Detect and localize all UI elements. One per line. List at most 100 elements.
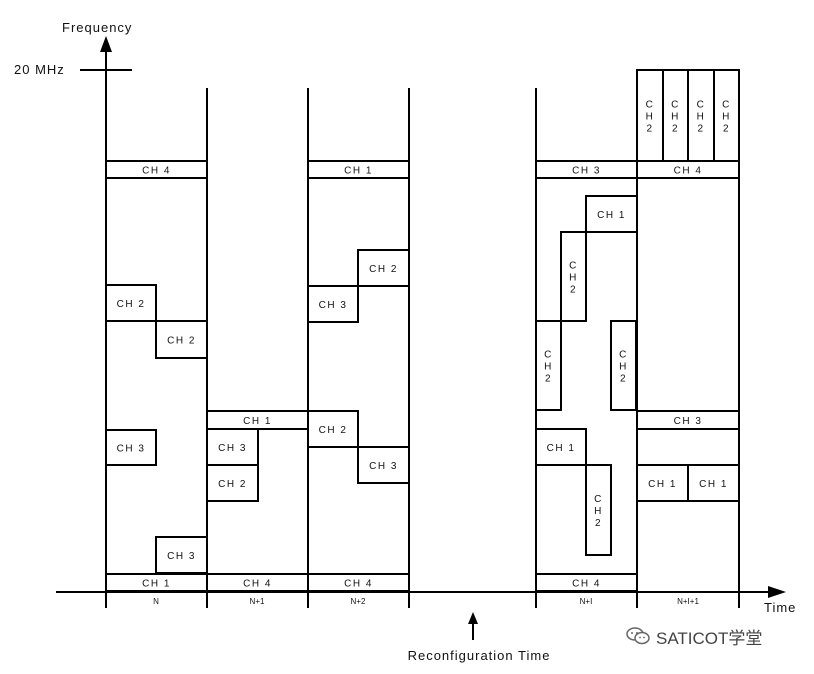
block-label: CH 2 [167,336,196,347]
block-ch3-n1: CH 3 [206,428,259,466]
block-rect [357,249,410,287]
reconfiguration-label: Reconfiguration Time [408,648,551,663]
block-label: CH 1 [243,416,272,427]
block-rect [636,160,740,179]
block-label: CH 4 [142,166,171,177]
block-ch4-ni1: CH 4 [636,160,740,179]
watermark: SATICOT学堂 [626,624,762,648]
block-label: CH 4 [243,579,272,590]
block-ch1-ni-a: CH 1 [585,195,638,233]
slot-label-ni: N+I [580,597,593,606]
block-label: CH 3 [117,444,146,455]
time-axis-label: Time [764,600,796,615]
block-ch3-n2-a: CH 3 [307,285,359,323]
block-label: CH 2 [218,479,247,490]
block-ch2-n-a: CH 2 [105,284,157,322]
block-label: CH 3 [572,166,601,177]
block-ch3-n-a: CH 3 [105,429,157,466]
frequency-axis-label: Frequency [62,20,132,35]
block-rect [610,320,637,411]
block-ch1-n: CH 1 [105,573,208,592]
block-label: CH 1 [142,579,171,590]
block-label: CH 3 [369,461,398,472]
block-ch3-ni1: CH 3 [636,410,740,430]
block-rect [585,464,612,556]
block-ch1-ni-b: CH 1 [535,428,587,466]
block-label: CH 3 [167,551,196,562]
block-rect [585,195,638,233]
block-ch4-n1: CH 4 [206,573,309,592]
reconfiguration-arrowhead [468,612,478,624]
channel-blocks: CH 4 CH 2 CH 2 CH 3 CH 3 CH 1 CH 1 CH 3 CH 2 CH 4… [105,69,740,592]
block-ch2-n2-a: CH 2 [357,249,410,287]
block-rect [206,428,259,466]
block-label: CH 1 [344,166,373,177]
block-rect [105,284,157,322]
block-rect [105,160,208,179]
block-rect [687,464,740,502]
block-label: CH 3 [674,416,703,427]
block-label: CH 1 [648,479,677,490]
block-ch1-ni1-b: CH 1 [687,464,740,502]
block-ch1-ni1-a: CH 1 [636,464,689,502]
wechat-icon [626,627,650,645]
block-label: CH 2 [369,264,398,275]
block-label: CH 3 [218,443,247,454]
block-ch4-top-n: CH 4 [105,160,208,179]
time-axis-arrow [768,586,786,598]
block-rect [307,573,410,592]
block-ch1-n1: CH 1 [206,410,309,430]
block-rect [713,69,740,162]
block-ch4-n2: CH 4 [307,573,410,592]
frequency-axis-arrow [100,36,112,52]
block-rect [687,69,715,162]
slot-label-n2: N+2 [351,597,366,606]
slot-label-n1: N+1 [250,597,265,606]
block-rect [636,69,664,162]
block-rect [636,410,740,430]
block-rect [206,464,259,502]
block-label: CH 2 [117,299,146,310]
block-rect [636,464,689,502]
block-label: CH 1 [597,210,626,221]
block-ch2-n1: CH 2 [206,464,259,502]
block-rect [307,160,410,179]
block-label: CH 4 [674,166,703,177]
block-label: CH 4 [572,579,601,590]
block-rect [560,231,587,322]
max-frequency-label: 20 MHz [14,62,65,77]
block-rect [105,429,157,466]
block-label: CH 4 [344,579,373,590]
block-ch2-n-b: CH 2 [155,320,208,359]
block-label: CH 3 [319,300,348,311]
block-label: CH 1 [547,443,576,454]
slot-label-ni1: N+I+1 [677,597,699,606]
block-ch3-n2-b: CH 3 [357,446,410,484]
block-rect [155,320,208,359]
block-rect [307,410,359,448]
block-label: CH 2 [319,425,348,436]
block-ch1-top-n2: CH 1 [307,160,410,179]
block-rect [307,285,359,323]
block-rect [535,428,587,466]
slot-label-n: N [153,597,159,606]
block-rect [535,320,562,411]
block-rect [357,446,410,484]
